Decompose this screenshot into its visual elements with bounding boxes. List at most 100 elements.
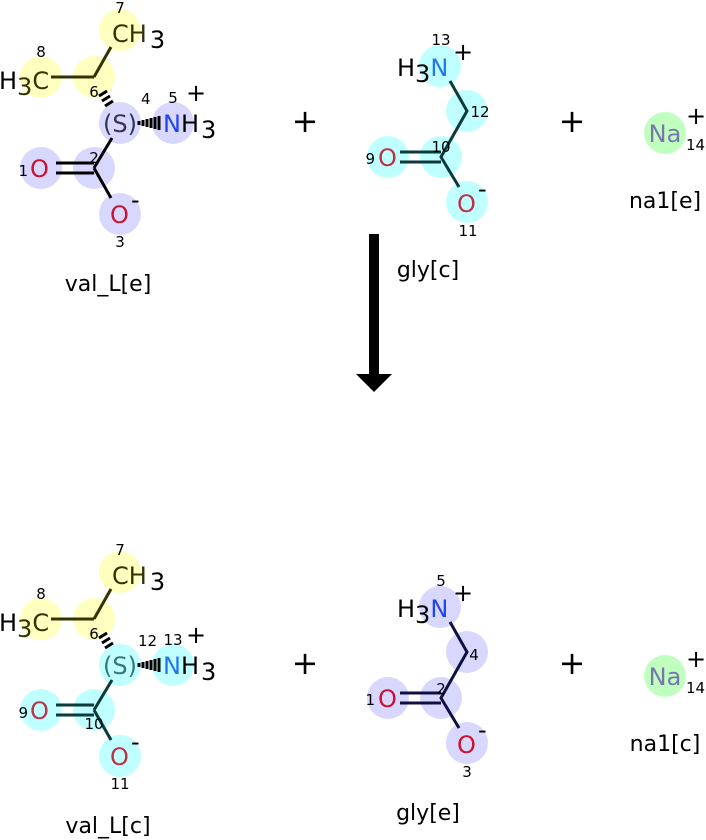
atom-highlight bbox=[644, 655, 686, 697]
atom-index: 12 bbox=[470, 103, 489, 121]
atom-index: 10 bbox=[84, 715, 103, 733]
atom-oxygen: O bbox=[378, 144, 397, 172]
atom-index: 1 bbox=[18, 162, 28, 180]
atom-highlight bbox=[99, 102, 141, 144]
atom-sodium: Na bbox=[649, 663, 682, 691]
atom-highlight bbox=[419, 45, 461, 87]
atom-index: 9 bbox=[365, 150, 375, 168]
atom-index: 8 bbox=[36, 585, 46, 603]
atom-index: 3 bbox=[115, 233, 125, 251]
atom-index: 1 bbox=[365, 691, 375, 709]
reaction-arrow bbox=[356, 234, 392, 392]
atom-index: 9 bbox=[18, 704, 28, 722]
bond bbox=[400, 621, 469, 729]
plus-operator: + bbox=[292, 644, 319, 682]
atom-sodium: Na bbox=[649, 120, 682, 148]
atom-stereo-center: (S) bbox=[103, 652, 137, 680]
atom-index: 7 bbox=[115, 0, 125, 17]
atom-highlight bbox=[152, 102, 194, 144]
bond bbox=[51, 588, 113, 621]
atom-index: 4 bbox=[469, 646, 479, 664]
molecule-na1-e: Na + 14 na1[e] bbox=[629, 102, 706, 214]
atom-oxygen: O bbox=[30, 155, 49, 183]
charge-plus: + bbox=[186, 621, 206, 649]
atom-highlight bbox=[446, 722, 488, 764]
atom-highlight bbox=[644, 112, 686, 154]
molecule-label: gly[c] bbox=[397, 258, 459, 283]
atom-index: 14 bbox=[686, 136, 705, 154]
charge-minus: - bbox=[131, 186, 140, 214]
atom-h3c: H3C bbox=[0, 67, 49, 101]
atom-highlight bbox=[20, 689, 62, 731]
atom-highlight bbox=[99, 9, 141, 51]
atom-highlight bbox=[99, 644, 141, 686]
bond bbox=[56, 679, 114, 741]
charge-plus: + bbox=[686, 645, 706, 673]
stereo-bond bbox=[98, 631, 114, 650]
atom-highlight bbox=[99, 551, 141, 593]
atom-highlight bbox=[99, 735, 141, 777]
atom-oxygen: O bbox=[378, 685, 397, 713]
charge-minus: - bbox=[478, 175, 487, 203]
stereo-bond bbox=[98, 89, 114, 108]
molecule-label: gly[e] bbox=[396, 801, 460, 826]
atom-index: 11 bbox=[110, 775, 129, 793]
charge-minus: - bbox=[131, 728, 140, 756]
atom-index: 2 bbox=[89, 149, 99, 167]
charge-plus: + bbox=[453, 579, 473, 607]
bond bbox=[400, 80, 469, 188]
atom-highlight bbox=[20, 598, 62, 640]
atom-index: 6 bbox=[89, 625, 99, 643]
atom-index: 4 bbox=[141, 90, 151, 108]
atom-index: 12 bbox=[138, 632, 157, 650]
hashed-wedge-bond bbox=[137, 116, 161, 130]
atom-index: 8 bbox=[36, 43, 46, 61]
atom-index: 3 bbox=[462, 763, 472, 781]
atom-index: 6 bbox=[89, 83, 99, 101]
atom-index: 5 bbox=[436, 572, 446, 590]
hashed-wedge-bond bbox=[137, 658, 161, 672]
atom-index: 13 bbox=[431, 31, 450, 49]
charge-plus: + bbox=[453, 38, 473, 66]
molecule-label: na1[c] bbox=[630, 732, 701, 757]
atom-index: 14 bbox=[686, 679, 705, 697]
atom-index: 2 bbox=[436, 680, 446, 698]
atom-nh3: NH3 bbox=[163, 652, 216, 686]
atom-highlight bbox=[20, 56, 62, 98]
plus-operator: + bbox=[559, 102, 586, 140]
plus-operator: + bbox=[559, 644, 586, 682]
atom-index: 11 bbox=[458, 222, 477, 240]
atom-index: 5 bbox=[168, 89, 178, 107]
atom-oxygen: O bbox=[457, 190, 476, 218]
charge-minus: - bbox=[478, 716, 487, 744]
atom-h3c: H3C bbox=[0, 609, 49, 643]
charge-plus: + bbox=[686, 102, 706, 130]
atom-oxygen: O bbox=[110, 743, 129, 771]
charge-plus: + bbox=[186, 79, 206, 107]
plus-operator: + bbox=[292, 102, 319, 140]
atom-highlight bbox=[367, 677, 409, 719]
atom-oxygen: O bbox=[110, 201, 129, 229]
molecule-label: val_L[c] bbox=[65, 814, 150, 839]
bond bbox=[56, 137, 114, 199]
molecule-na1-c: Na + 14 na1[c] bbox=[630, 645, 706, 757]
atom-index: 7 bbox=[115, 541, 125, 559]
molecule-gly-e: H3N + O O - 5 4 2 1 3 gly[e] bbox=[365, 572, 488, 826]
atom-nh3: H3N bbox=[397, 595, 448, 629]
molecule-label: na1[e] bbox=[629, 189, 701, 214]
atom-index: 10 bbox=[431, 138, 450, 156]
atom-highlight bbox=[446, 181, 488, 223]
atom-highlight bbox=[419, 586, 461, 628]
atom-highlight bbox=[367, 136, 409, 178]
atom-oxygen: O bbox=[457, 731, 476, 759]
molecule-label: val_L[e] bbox=[65, 272, 152, 297]
atom-oxygen: O bbox=[30, 697, 49, 725]
atom-highlight bbox=[152, 644, 194, 686]
atom-highlight bbox=[99, 193, 141, 235]
molecule-gly-c: H3N + O O - 13 12 10 9 11 gly[c] bbox=[365, 31, 489, 283]
atom-nh3: NH3 bbox=[163, 110, 216, 144]
